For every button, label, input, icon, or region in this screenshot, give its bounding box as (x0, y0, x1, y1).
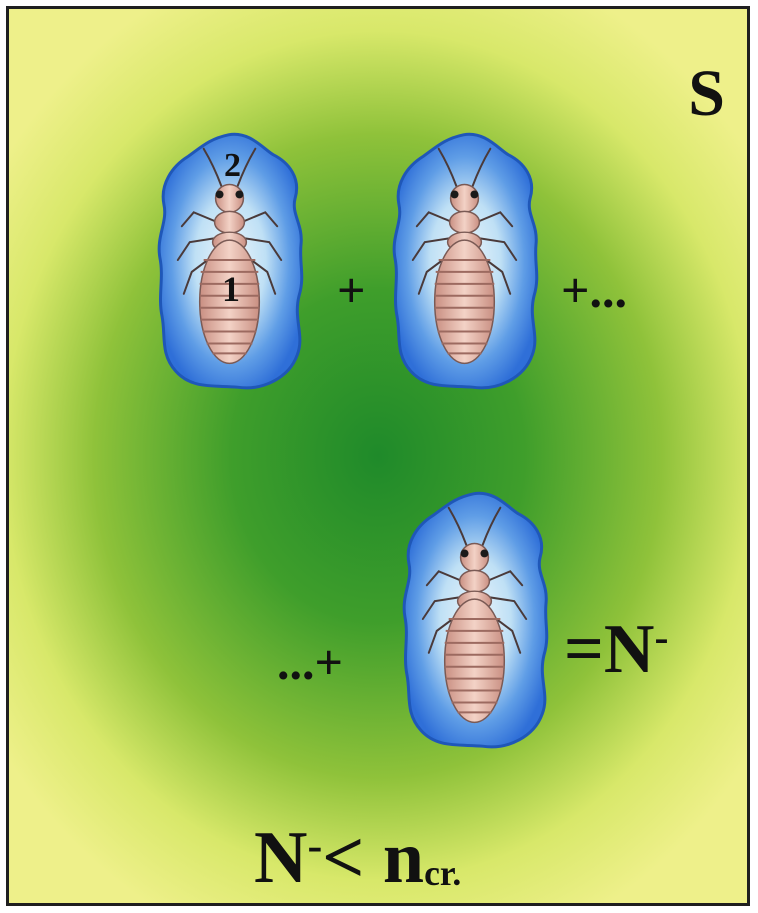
plus-ellipsis: +... (561, 265, 627, 315)
equals-n-minus: =N- (564, 615, 668, 685)
inequality-minus: - (307, 820, 322, 870)
inequality-operator: < n (322, 817, 424, 899)
aura-number: 2 (224, 149, 241, 183)
equals-n-text: =N (564, 611, 654, 688)
termite-with-aura-icon (387, 126, 542, 396)
inequality: N-< ncr. (254, 821, 461, 895)
termite-with-aura-icon (397, 485, 552, 755)
inequality-subscript: cr. (424, 853, 461, 893)
inequality-n: N (254, 817, 307, 899)
diagram-frame: S 2 1 + +... ...+ =N- N-< ncr. (6, 6, 750, 906)
ellipsis-plus: ...+ (277, 637, 343, 687)
body-number: 1 (222, 271, 240, 307)
minus-superscript: - (654, 615, 668, 661)
plus-operator: + (337, 265, 366, 315)
corner-label: S (688, 61, 725, 127)
